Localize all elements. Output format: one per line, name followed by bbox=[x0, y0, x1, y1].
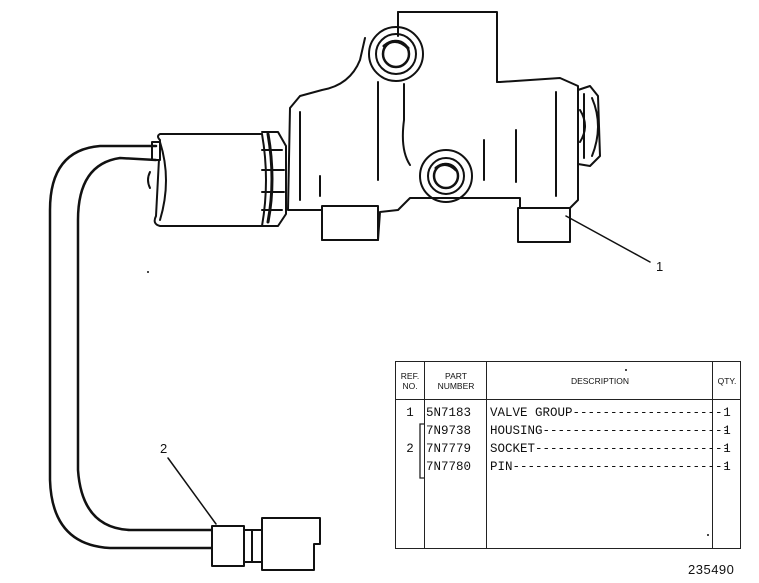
header-qty: QTY. bbox=[717, 376, 737, 386]
wire-harness bbox=[48, 144, 214, 550]
quantity: 1 bbox=[723, 442, 731, 456]
description: PIN----------------------------- bbox=[490, 460, 731, 474]
table-row: 2 7N7779 SOCKET-------------------------… bbox=[396, 441, 740, 458]
valve-body bbox=[287, 11, 579, 243]
quantity: 1 bbox=[723, 460, 731, 474]
connector bbox=[211, 517, 321, 571]
right-hex-nut bbox=[577, 85, 601, 167]
callout-2: 2 bbox=[160, 441, 168, 456]
description: SOCKET-------------------------- bbox=[490, 442, 731, 456]
callout-1: 1 bbox=[656, 259, 664, 274]
description: VALVE GROUP-------------------- bbox=[490, 406, 723, 420]
ref-no: 1 bbox=[406, 406, 414, 420]
quantity: 1 bbox=[723, 424, 731, 438]
ref-no: 2 bbox=[406, 442, 414, 456]
header-part-number: PART NUMBER bbox=[437, 371, 475, 391]
part-number: 7N7779 bbox=[426, 442, 472, 456]
leader-line-2 bbox=[167, 457, 217, 525]
group-bracket bbox=[419, 423, 424, 479]
parts-list-table: REF. NO. PART NUMBER DESCRIPTION QTY. 1 … bbox=[395, 361, 741, 549]
table-row: 1 5N7183 VALVE GROUP--------------------… bbox=[396, 405, 740, 422]
leader-line-1 bbox=[565, 215, 651, 263]
part-number: 7N9738 bbox=[426, 424, 472, 438]
description: HOUSING------------------------- bbox=[490, 424, 731, 438]
solenoid bbox=[147, 131, 287, 227]
table-row: 7N7780 PIN----------------------------- … bbox=[396, 459, 740, 476]
quantity: 1 bbox=[723, 406, 731, 420]
header-description: DESCRIPTION bbox=[570, 376, 630, 386]
table-header: REF. NO. PART NUMBER DESCRIPTION QTY. bbox=[396, 362, 740, 400]
part-number: 5N7183 bbox=[426, 406, 472, 420]
part-number: 7N7780 bbox=[426, 460, 472, 474]
figure-number: 235490 bbox=[688, 562, 735, 577]
table-row: 7N9738 HOUSING------------------------- … bbox=[396, 423, 740, 440]
header-ref-no: REF. NO. bbox=[400, 371, 420, 391]
